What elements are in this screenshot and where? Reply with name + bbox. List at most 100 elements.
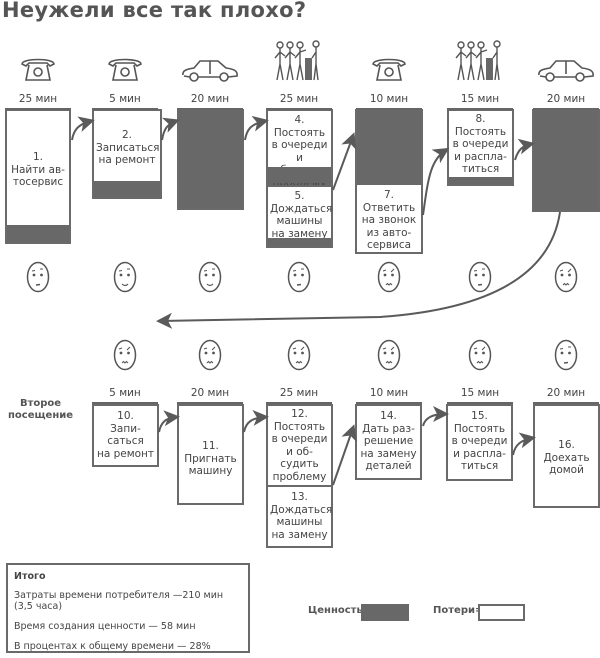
time-underline [447,108,513,110]
worried-face-icon [377,261,401,293]
step-9-box-value [532,109,600,212]
duration-label: 10 мин [369,93,409,105]
time-underline [533,402,599,404]
worried-face-icon [198,339,222,371]
step-num: 2. [121,129,133,141]
step-text: Постоять в очереди и распла- титься [451,422,508,473]
worried-face-icon [287,339,311,371]
arrow-2-3 [161,117,180,141]
arrow-7-8 [422,147,450,216]
duration-label: 25 мин [279,93,319,105]
neutral-face-icon [26,261,50,293]
time-underline [266,402,332,404]
duration-label: 20 мин [546,93,586,105]
step-text: Постоять в очереди и об- судить проблему [271,420,328,483]
step-16-box: 16.Доехать домой [533,404,600,508]
time-underline [533,108,599,110]
step-12-box: 12.Постоять в очереди и об- судить пробл… [266,404,333,487]
smile-face-icon [198,261,222,293]
step-num: 4. [294,114,305,126]
neutral-face-icon [287,261,311,293]
step-15-box: 15.Постоять в очереди и распла- титься [446,404,513,481]
car-icon [536,58,596,88]
step-8-box: 8.Постоять в очереди и распла- титься [447,109,514,186]
step-num: 8. [475,113,486,125]
arrow-14-15 [422,406,449,427]
step-num: 15. [471,410,488,422]
duration-label: 5 мин [109,93,141,105]
step-14-box: 14.Дать раз- решение на замену деталей [355,404,422,480]
duration-label: 10 мин [369,387,409,399]
step-11-box: 11.Пригнать машину [177,404,244,505]
step-text: Дождаться машины на замену [270,503,333,541]
duration-label: 25 мин [279,387,319,399]
value-fill [7,225,69,242]
step-1-box: 1.Найти ав- тосервис [5,109,71,244]
queue-people-icon [455,40,505,88]
step-num: 16. [558,439,575,451]
duration-label: 25 мин [18,93,58,105]
step-3-box-value [177,109,244,210]
worried-face-icon [468,339,492,371]
arrow-15-16 [512,432,536,456]
summary-heading: Итого [14,571,46,582]
summary-percent: В процентах к общему времени — 28% [14,641,211,652]
step-text: Записаться на ремонт [96,141,160,167]
step-num: 10. [117,410,134,422]
time-underline [92,108,158,110]
summary-value-time: Время создания ценности — 58 мин [14,621,196,632]
value-fill [94,181,160,197]
step-num: 13. [291,491,308,503]
step-5-box: 5.Дождаться машины на замену [266,185,333,248]
step-text: Постоять в очереди и распла- титься [452,125,509,176]
time-underline [356,108,422,110]
step-num: 1. [32,151,44,163]
step-text: Пригнать машину [184,452,237,478]
worried-face-icon [377,339,401,371]
step-2-box: 2.Записаться на ремонт [92,109,162,199]
step-num: 14. [380,410,397,422]
step-text: Ответить на звонок из авто- сервиса [361,201,417,252]
step-num: 5. [294,190,305,202]
worried-face-icon [554,261,578,293]
duration-label: 20 мин [190,387,230,399]
step-num: 12. [291,408,308,420]
queue-people-icon [274,40,324,88]
time-underline [92,402,158,404]
arrow-8-9 [514,138,535,161]
phone-icon [369,54,409,88]
time-underline [356,402,422,404]
legend-waste-label: Потери= [433,605,484,616]
time-underline [177,108,243,110]
arrow-12-14 [332,424,357,486]
duration-label: 20 мин [190,93,230,105]
legend-value-label: Ценность= [308,605,372,616]
worried-face-icon [113,339,137,371]
step-13-box: 13.Дождаться машины на замену [266,485,333,548]
second-visit-label: Второе посещение [8,398,74,421]
summary-box: Итого Затраты времени потребителя —210 м… [6,563,250,653]
step-4-box: 4.Постоять в очереди и обсудить проблему [266,109,333,189]
arrow-5-6 [332,132,357,191]
neutral-face-icon [554,339,578,371]
step-text: Дать раз- решение на замену деталей [360,422,417,473]
step-num: 7. [383,189,395,201]
legend-value-swatch [361,604,409,621]
car-icon [180,58,240,88]
neutral-face-icon [468,261,492,293]
value-fill [357,111,421,185]
step-text: Доехать домой [543,451,590,477]
step-6-7-box: 7.Ответить на звонок из авто- сервиса [355,109,423,254]
value-fill [268,167,331,183]
smile-face-icon [113,261,137,293]
value-fill [268,238,331,246]
step-text: Найти ав- тосервис [11,163,65,189]
step-text: Дождаться машины на замену [270,202,333,240]
time-underline [447,402,513,404]
time-underline [177,402,243,404]
duration-label: 15 мин [460,387,500,399]
step-10-box: 10.Запи- саться на ремонт [92,404,159,467]
page-title: Неужели все так плохо? [2,0,307,22]
step-num: 11. [202,440,219,452]
arrow-11-12 [243,409,269,433]
